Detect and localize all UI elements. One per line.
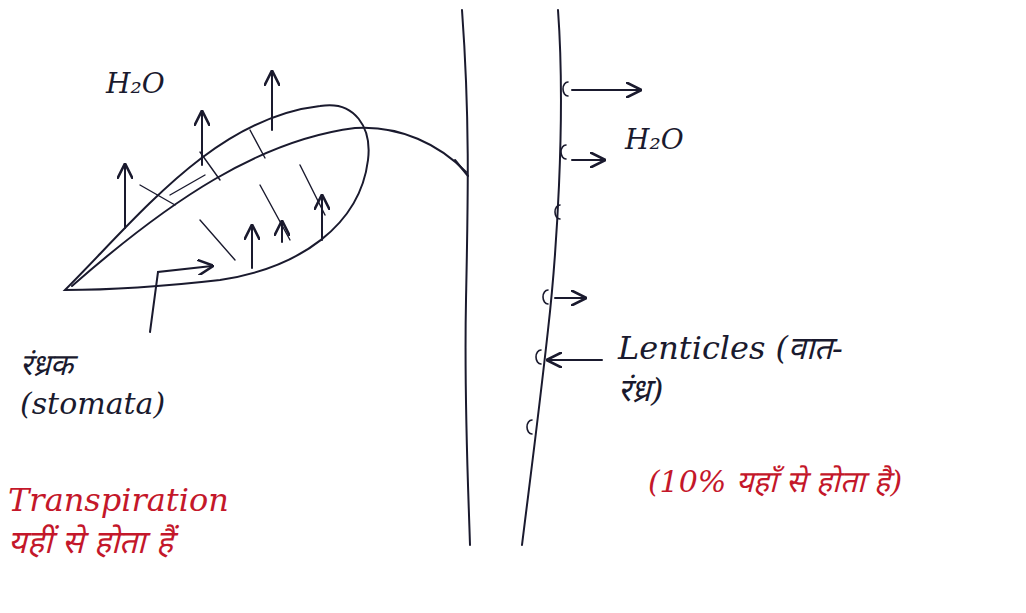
water-arrow <box>572 89 640 91</box>
water-arrow <box>555 297 585 299</box>
water-arrow <box>201 112 203 165</box>
water-arrow <box>281 222 283 242</box>
water-arrow <box>572 159 604 161</box>
water-arrow <box>271 72 273 130</box>
leaf-midrib <box>72 128 466 286</box>
part-label: Lenticles (वात-रंध्र) <box>618 328 848 411</box>
stem-outline <box>462 10 470 545</box>
formula-label: H₂O <box>625 122 745 158</box>
part-label: रंध्रक (stomata) <box>20 345 195 423</box>
water-arrow <box>251 226 253 268</box>
formula-label: H₂O <box>106 66 226 102</box>
stem-outline <box>522 10 561 545</box>
water-arrow <box>321 196 323 240</box>
leader-line <box>150 266 212 332</box>
petiole-joint <box>455 160 468 176</box>
water-arrow <box>124 165 126 228</box>
note-label: Transpiration यहीं से होता हैं <box>8 480 273 563</box>
leaf-veins <box>140 130 325 260</box>
note-label: (10% यहाँ से होता है) <box>615 462 935 501</box>
leader-line <box>548 359 602 361</box>
lenticel <box>527 82 568 434</box>
